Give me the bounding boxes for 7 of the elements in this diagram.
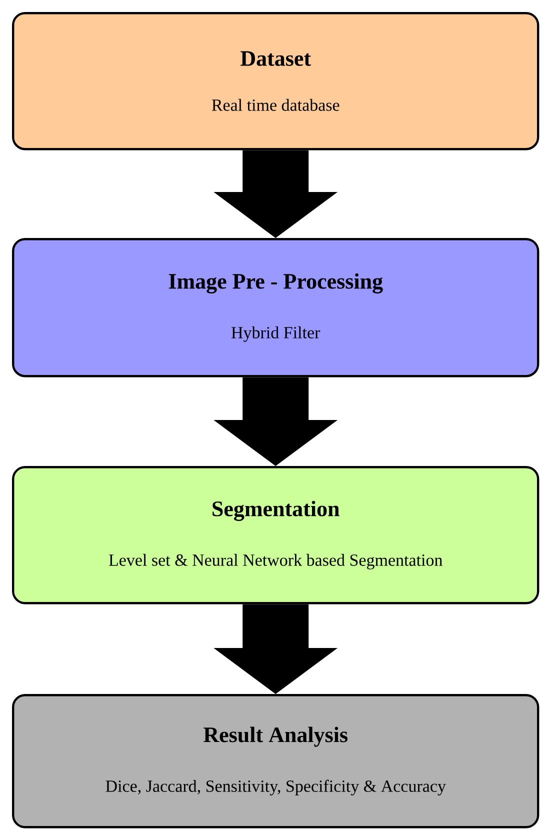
block-arrow [214,377,338,466]
process-box: Segmentation Level set & Neural Network based Segmentation [12,466,540,604]
process-box: Image Pre - Processing Hybrid Filter [12,238,540,378]
process-box: Dataset Real time database [12,12,540,150]
block-arrow [214,150,338,238]
process-box: Result Analysis Dice, Jaccard, Sensitivity, Specificity & Accuracy [12,694,540,828]
block-arrow [214,604,338,694]
